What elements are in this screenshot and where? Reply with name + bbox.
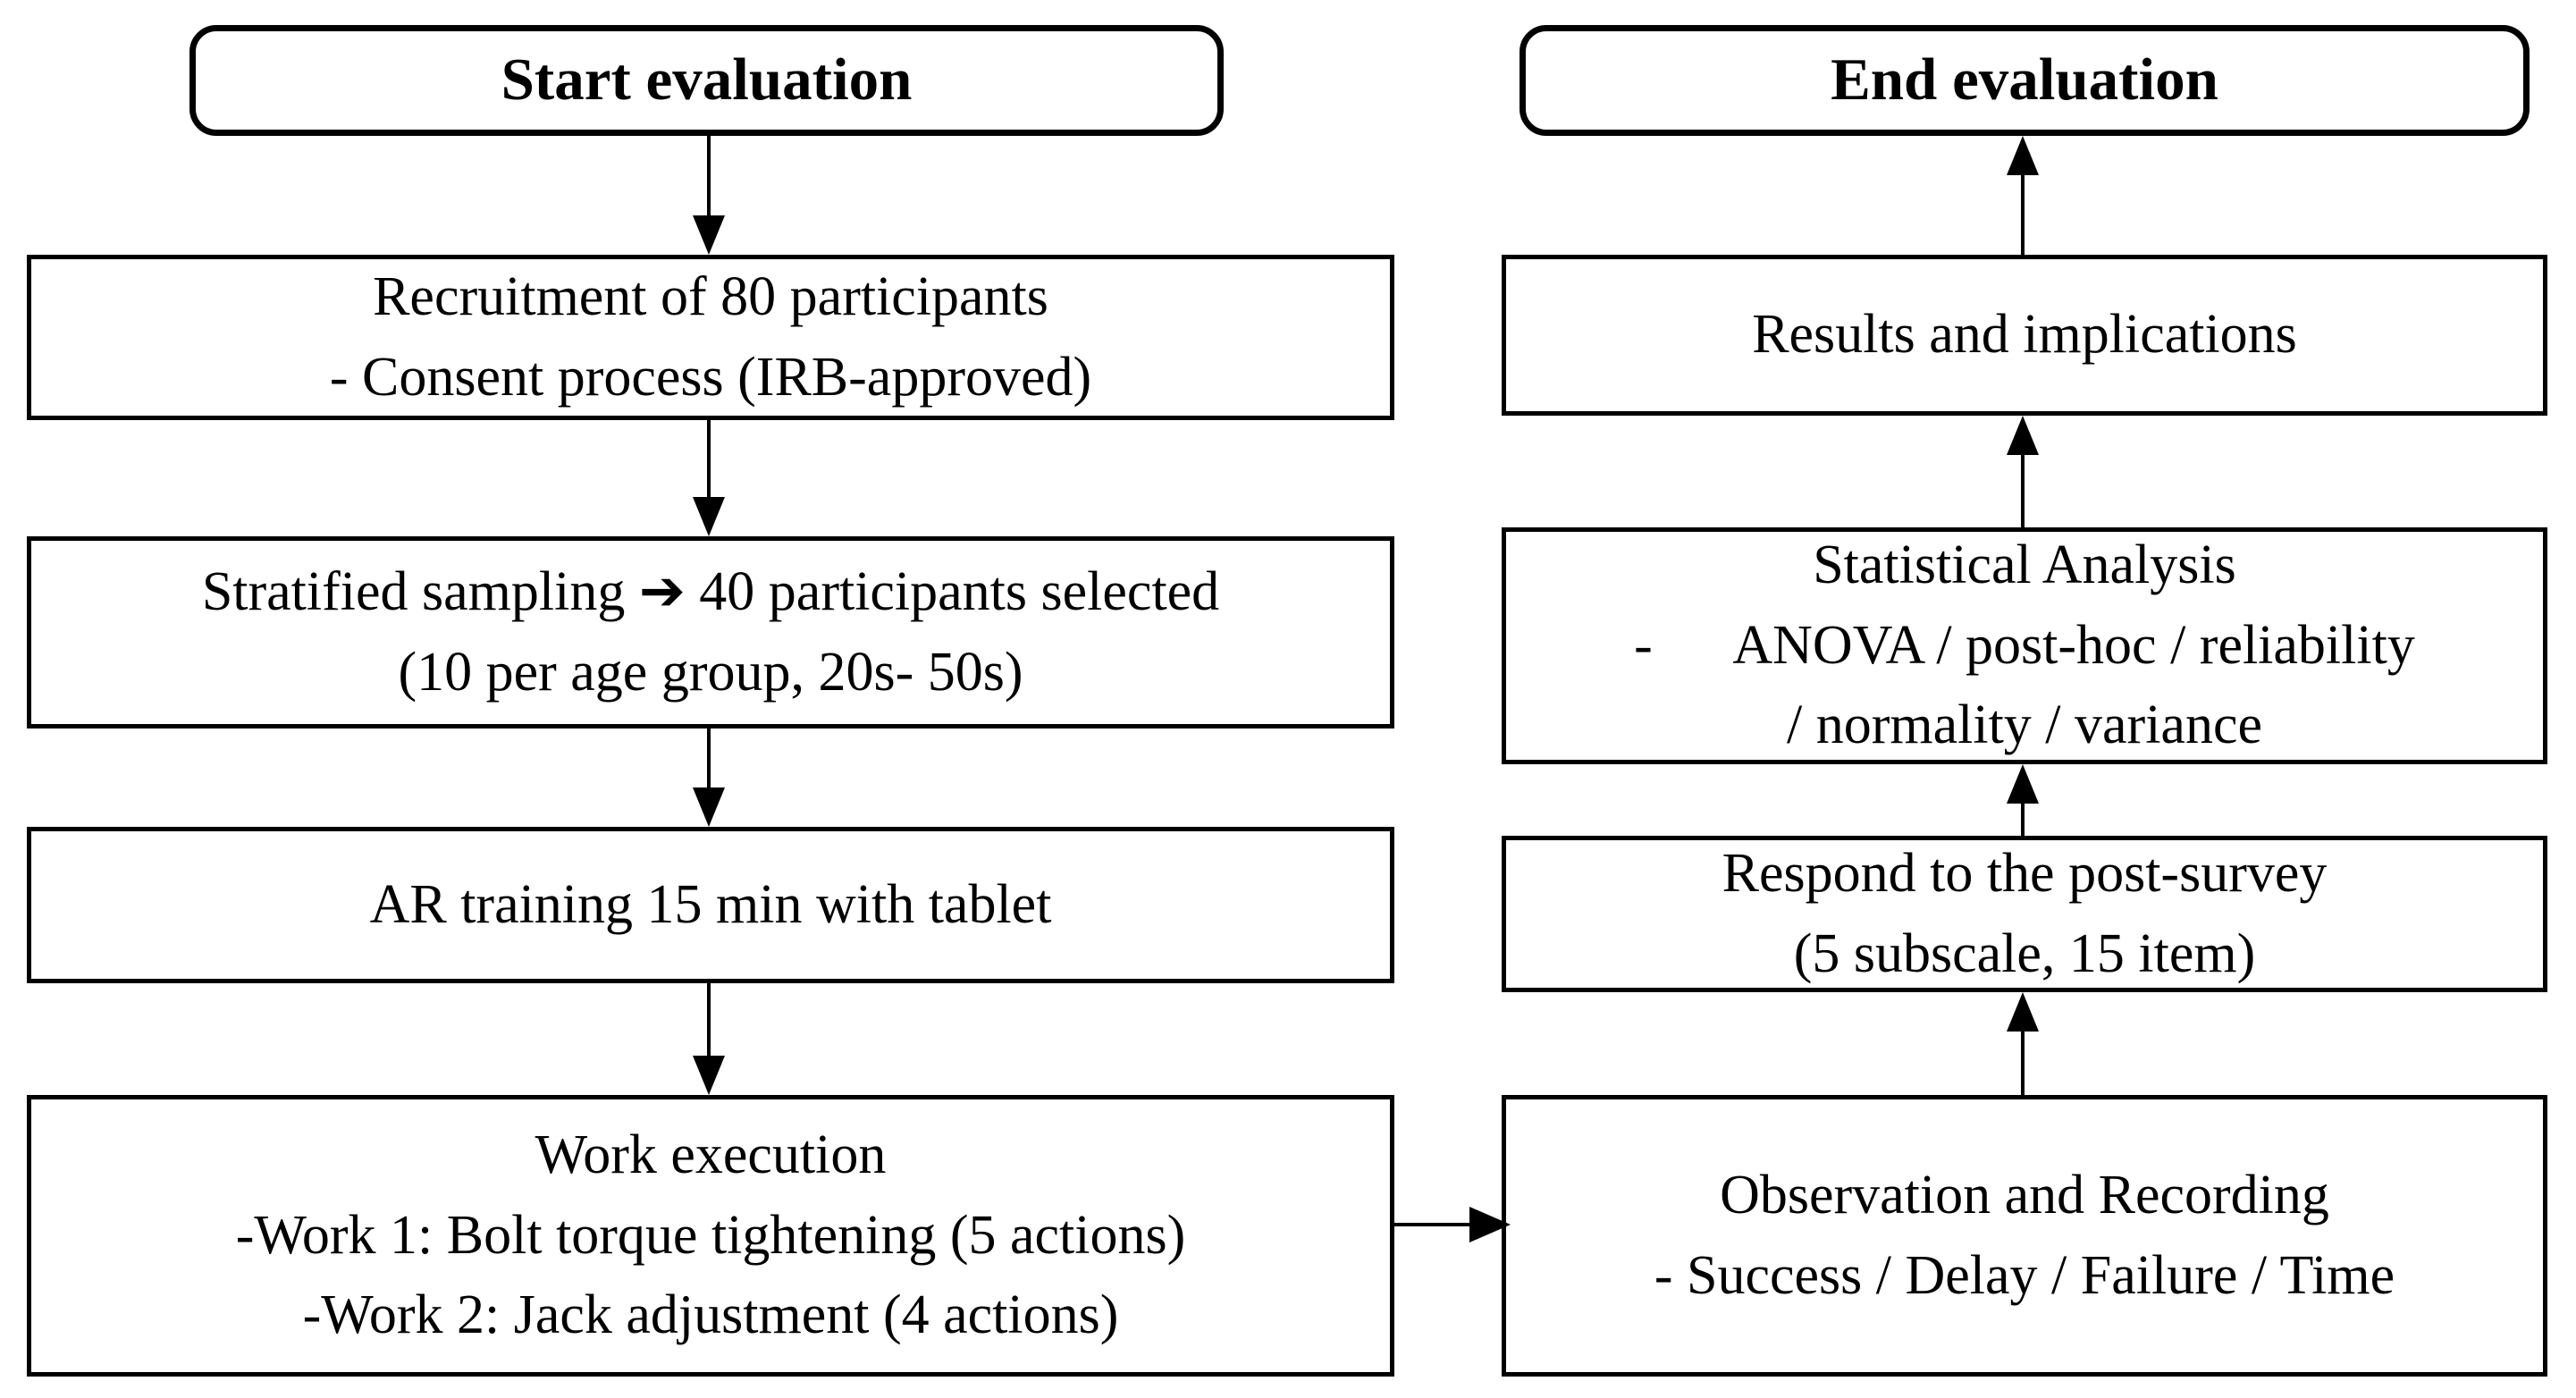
end-evaluation-node: End evaluation — [1520, 25, 2530, 136]
arrow-work-to-observation-head-icon — [1469, 1207, 1511, 1242]
ar-training-line-1: AR training 15 min with tablet — [369, 873, 1052, 935]
arrow-survey-to-statistical-head-icon — [2007, 764, 2039, 804]
recruitment-node: Recruitment of 80 participants - Consent… — [27, 255, 1394, 420]
observation-line-2: - Success / Delay / Failure / Time — [1654, 1244, 2395, 1306]
work-execution-line-1: Work execution — [535, 1124, 887, 1185]
statistical-analysis-line-2: - ANOVA / post-hoc / reliability — [1634, 614, 2415, 676]
statistical-analysis-line-1: Statistical Analysis — [1813, 534, 2236, 595]
results-node: Results and implications — [1502, 255, 2547, 416]
recruitment-line-1: Recruitment of 80 participants — [373, 265, 1048, 327]
arrow-stratified-to-ar-line — [707, 728, 711, 791]
statistical-analysis-line-3: / normality / variance — [1787, 695, 2262, 756]
arrow-results-to-end-line — [2021, 172, 2025, 255]
ar-training-node: AR training 15 min with tablet — [27, 827, 1394, 983]
observation-line-1: Observation and Recording — [1720, 1164, 2329, 1225]
work-execution-node: Work execution -Work 1: Bolt torque tigh… — [27, 1095, 1394, 1377]
stratified-sampling-line-2: (10 per age group, 20s- 50s) — [398, 641, 1023, 703]
post-survey-node: Respond to the post-survey (5 subscale, … — [1502, 836, 2547, 992]
work-execution-line-2: -Work 1: Bolt torque tightening (5 actio… — [235, 1204, 1186, 1266]
arrow-results-to-end-head-icon — [2007, 136, 2039, 175]
results-line-1: Results and implications — [1752, 304, 2297, 366]
arrow-work-to-observation-line — [1394, 1223, 1475, 1226]
arrow-survey-to-statistical-line — [2021, 800, 2025, 836]
arrow-start-to-recruitment-head-icon — [693, 215, 725, 255]
stratified-sampling-line-1: Stratified sampling ➔ 40 participants se… — [201, 560, 1220, 622]
arrow-start-to-recruitment-line — [707, 136, 711, 219]
stratified-sampling-node: Stratified sampling ➔ 40 participants se… — [27, 536, 1394, 728]
start-evaluation-label: Start evaluation — [501, 46, 913, 114]
arrow-statistical-to-results-line — [2021, 451, 2025, 527]
post-survey-line-1: Respond to the post-survey — [1722, 842, 2328, 904]
start-evaluation-node: Start evaluation — [189, 25, 1224, 136]
observation-node: Observation and Recording - Success / De… — [1502, 1095, 2547, 1377]
arrow-statistical-to-results-head-icon — [2007, 416, 2039, 455]
end-evaluation-label: End evaluation — [1831, 46, 2218, 114]
arrow-recruitment-to-stratified-line — [707, 420, 711, 501]
arrow-recruitment-to-stratified-head-icon — [693, 497, 725, 536]
recruitment-line-2: - Consent process (IRB-approved) — [329, 346, 1092, 408]
arrow-observation-to-survey-line — [2021, 1028, 2025, 1095]
arrow-stratified-to-ar-head-icon — [693, 787, 725, 827]
arrow-ar-to-work-head-icon — [693, 1056, 725, 1095]
statistical-analysis-node: Statistical Analysis - ANOVA / post-hoc … — [1502, 527, 2547, 764]
post-survey-line-2: (5 subscale, 15 item) — [1793, 922, 2256, 984]
work-execution-line-3: -Work 2: Jack adjustment (4 actions) — [302, 1284, 1119, 1346]
arrow-ar-to-work-line — [707, 983, 711, 1059]
arrow-observation-to-survey-head-icon — [2007, 992, 2039, 1032]
